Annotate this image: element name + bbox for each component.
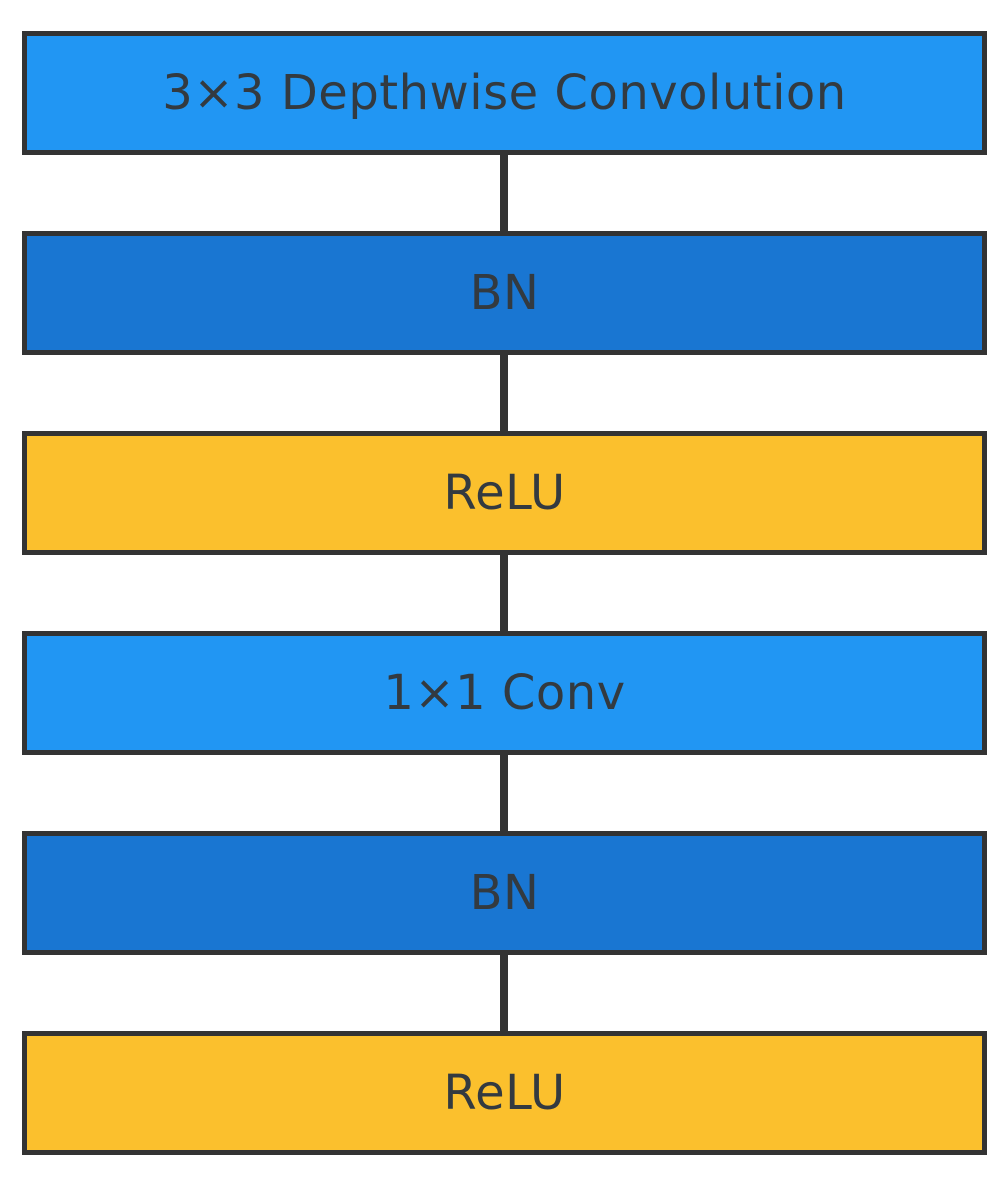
block-depthwise-conv: 3×3 Depthwise Convolution [22, 31, 987, 155]
block-label: BN [469, 265, 540, 321]
block-label: 1×1 Conv [383, 665, 626, 721]
connector-2-3 [500, 351, 508, 433]
connector-3-4 [500, 551, 508, 633]
block-label: ReLU [443, 465, 566, 521]
block-label: 3×3 Depthwise Convolution [162, 65, 847, 121]
block-batch-norm-2: BN [22, 831, 987, 955]
block-pointwise-conv: 1×1 Conv [22, 631, 987, 755]
block-label: BN [469, 865, 540, 921]
connector-4-5 [500, 751, 508, 833]
connector-1-2 [500, 151, 508, 233]
block-batch-norm-1: BN [22, 231, 987, 355]
block-relu-1: ReLU [22, 431, 987, 555]
connector-5-6 [500, 951, 508, 1033]
block-relu-2: ReLU [22, 1031, 987, 1155]
block-label: ReLU [443, 1065, 566, 1121]
